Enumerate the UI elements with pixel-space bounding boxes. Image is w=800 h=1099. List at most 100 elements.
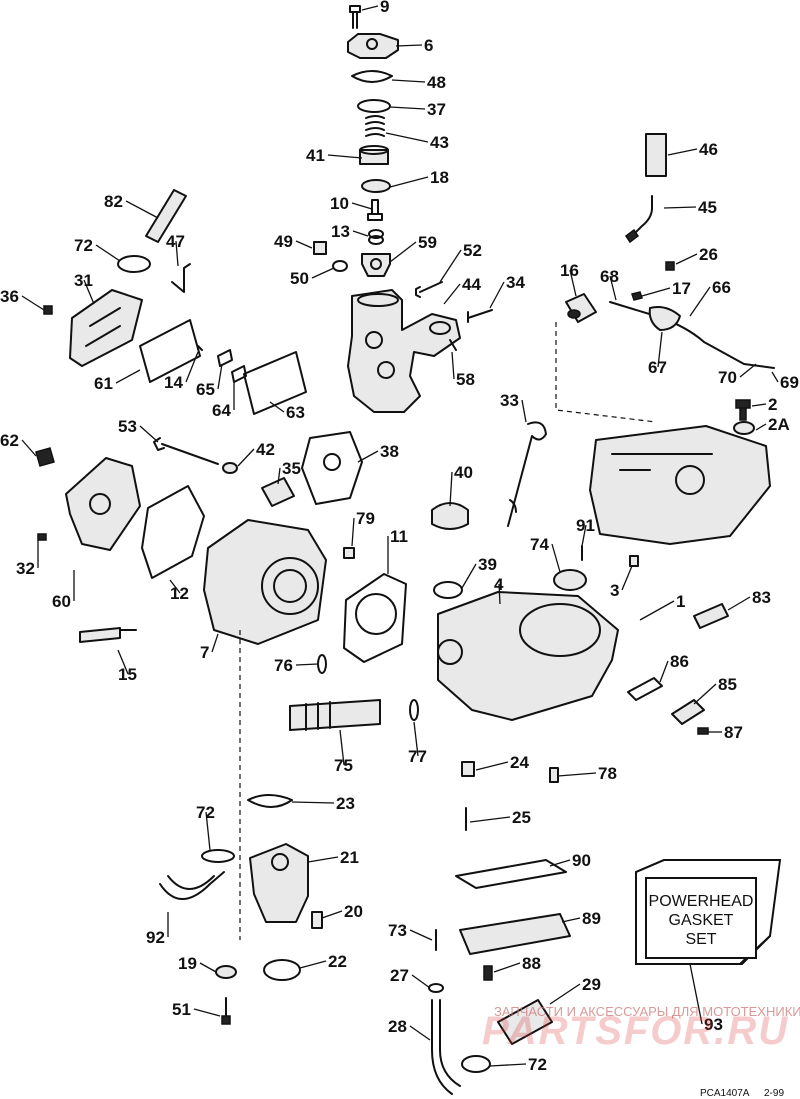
leader-44 [443,283,461,305]
leader-25 [469,816,511,823]
leader-41 [327,154,363,159]
leader-16 [569,269,577,297]
dashed-leader-primer [555,322,657,423]
gasket-part-48 [351,70,393,83]
hose-part-92 [159,871,225,900]
leader-68 [609,275,617,301]
leader-72a [95,244,121,262]
screw-part-88 [483,965,493,981]
leader-23 [291,801,335,804]
leader-17 [641,287,671,297]
leader-73 [409,929,433,941]
callout-76: 76 [274,656,293,675]
screw-part-32 [37,533,47,541]
bushing-part-24 [461,761,475,777]
screw-part-36 [43,305,53,315]
callout-17: 17 [672,279,691,298]
callout-2: 2 [768,395,777,414]
leader-83 [727,596,751,611]
leader-31 [83,279,95,305]
leader-50 [311,267,335,279]
cover-part-85 [671,699,705,725]
grommet-part-18 [361,179,391,193]
leader-13 [352,230,369,237]
gasket-part-11 [343,573,407,663]
callout-22: 22 [328,952,347,971]
gasket-part-65 [217,349,233,367]
callout-7: 7 [200,643,209,662]
plug-part-26 [665,261,675,271]
callout-52: 52 [463,241,482,260]
leader-72b [205,811,211,851]
gasket-part-23 [247,794,293,808]
leader-36 [21,295,45,311]
screw-part-2 [735,399,751,421]
callout-73: 73 [388,921,407,940]
callout-28: 28 [388,1017,407,1036]
gasket-part-86 [627,677,663,701]
ring-part-74 [553,569,587,591]
leader-42 [237,448,255,467]
bracket-part-47 [171,263,191,293]
callout-23: 23 [336,794,355,813]
callout-65: 65 [196,380,215,399]
leader-46 [667,148,698,156]
callout-47: 47 [166,232,185,251]
callout-32: 32 [16,559,35,578]
leader-85 [693,683,717,705]
callout-68: 68 [600,267,619,286]
leader-74 [551,543,561,573]
callout-86: 86 [670,652,689,671]
callout-82: 82 [104,192,123,211]
callout-89: 89 [582,909,601,928]
leader-82 [125,200,159,219]
callout-12: 12 [170,584,189,603]
callout-35: 35 [282,459,301,478]
gasket-part-38 [301,431,363,505]
callout-34: 34 [506,273,525,292]
tube-part-75 [289,699,381,731]
leader-89 [561,917,581,923]
callout-91: 91 [576,516,595,535]
leader-91 [581,524,587,547]
leader-12 [169,579,181,594]
callout-11: 11 [390,527,408,546]
gasket-part-61 [139,319,201,383]
callout-92: 92 [146,928,165,947]
callout-19: 19 [178,954,197,973]
pin-part-78 [549,767,559,783]
hose-part-28 [431,999,461,1095]
leader-59 [389,241,417,263]
sleeve-part-35 [261,477,295,507]
fitting-part-20 [311,911,323,929]
leader-66 [689,286,711,317]
leader-22 [299,960,327,969]
plug-part-49 [313,241,327,255]
bolt-part-52 [415,281,443,298]
callout-58: 58 [456,370,475,389]
callout-44: 44 [462,275,481,294]
callout-46: 46 [699,140,718,159]
leader-70 [739,363,757,378]
callout-3: 3 [610,581,619,600]
callout-93: 93 [704,1015,723,1034]
callout-6: 6 [424,36,433,55]
callout-16: 16 [560,261,579,280]
callout-60: 60 [52,592,71,611]
leader-7 [211,633,219,653]
gasket-set-box: POWERHEAD GASKET SET [635,859,782,965]
leader-10 [351,202,373,210]
footer-code: PCA1407A [700,1088,750,1099]
callout-31: 31 [74,271,93,290]
leader-61 [115,369,141,384]
dipstick-part-33 [507,421,547,527]
primer-part-16 [565,293,597,323]
leader-43 [385,132,429,143]
leader-39 [461,563,477,589]
callout-33: 33 [500,391,519,410]
valve-part-10 [367,199,383,221]
callout-79: 79 [356,509,375,528]
leader-40 [449,471,453,507]
leader-21 [307,856,339,863]
